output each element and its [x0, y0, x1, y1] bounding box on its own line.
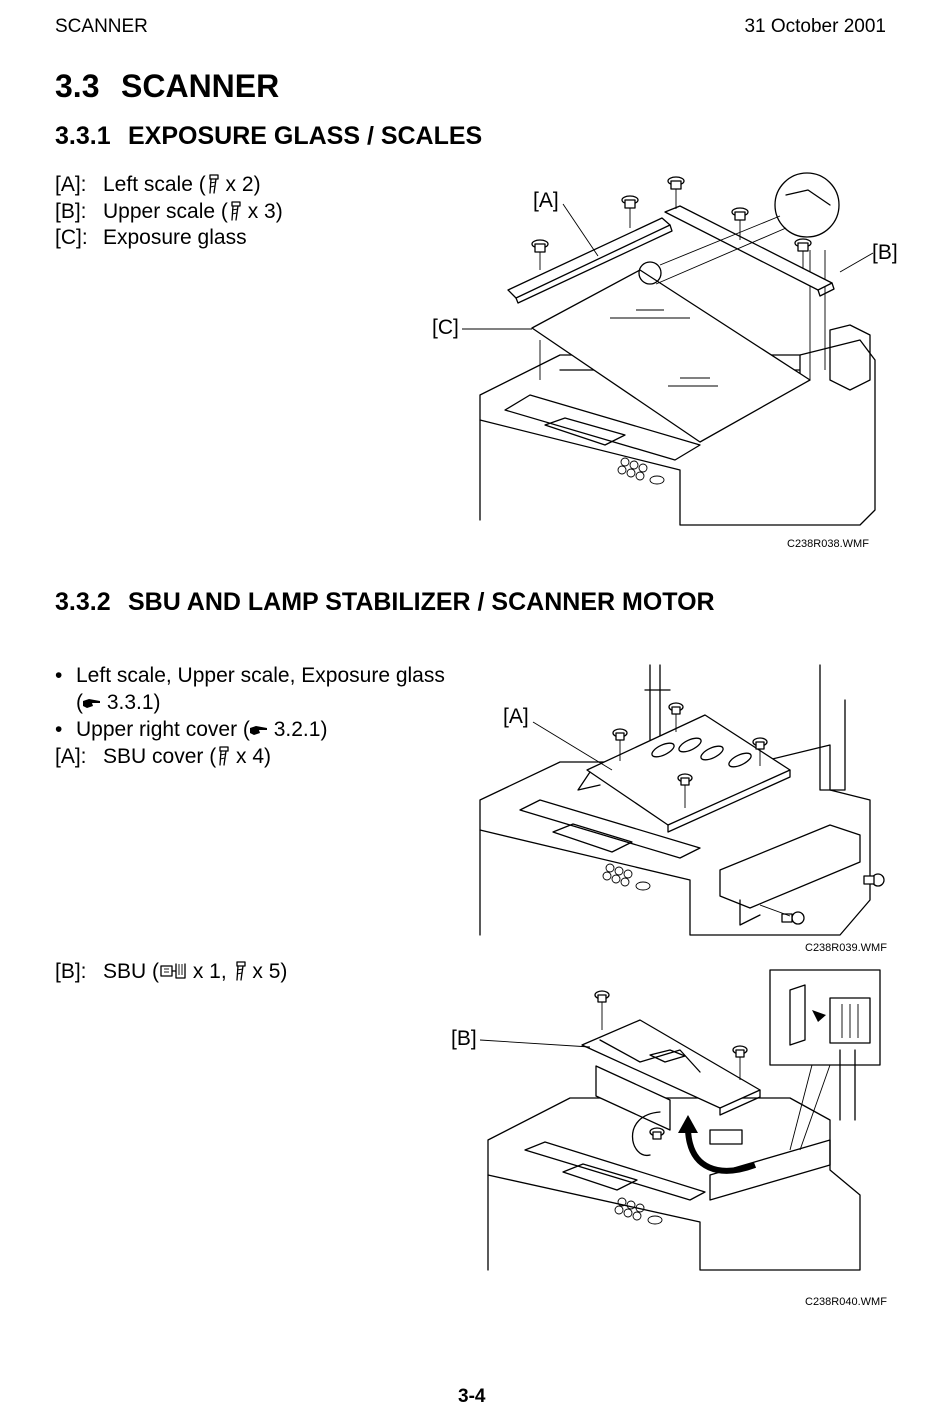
item-text: Exposure glass	[103, 226, 247, 249]
bullet-text: Upper right cover (	[76, 718, 250, 741]
subsection-number: 3.3.1	[55, 122, 111, 150]
list-item: [A]: Left scale ( x 2)	[55, 171, 261, 198]
sbu-illustration	[479, 969, 881, 1271]
item-text-suffix: x 3)	[241, 200, 283, 223]
subsection-title: EXPOSURE GLASS / SCALES	[128, 122, 483, 150]
screw-icon	[235, 961, 246, 981]
item-label: [A]:	[55, 745, 87, 768]
list-item: [C]: Exposure glass	[55, 224, 247, 251]
item-text-suffix: x 5)	[246, 960, 288, 983]
section-heading: 3.3 SCANNER	[55, 68, 279, 105]
pointing-hand-icon	[83, 699, 100, 708]
callout-a: [A]	[533, 189, 559, 212]
item-text: Left scale (	[103, 173, 206, 196]
item-text-suffix: x 2)	[219, 173, 261, 196]
page-number: 3-4	[458, 1386, 486, 1407]
bullet-item: • Left scale, Upper scale, Exposure glass…	[55, 662, 445, 716]
subsection-heading-sbu: 3.3.2 SBU AND LAMP STABILIZER / SCANNER M…	[55, 588, 715, 617]
subsection-number: 3.3.2	[55, 588, 111, 616]
section-title: SCANNER	[121, 68, 280, 104]
callout-b: [B]	[872, 241, 898, 264]
running-header-left: SCANNER	[55, 16, 148, 37]
callout-b: [B]	[451, 1027, 477, 1050]
list-item: [B]: SBU ( x 1, x 5)	[55, 958, 287, 985]
screw-icon	[219, 746, 229, 766]
screw-icon	[209, 174, 219, 194]
item-label: [B]:	[55, 200, 87, 223]
callout-c: [C]	[432, 316, 459, 339]
bullet-ref: 3.2.1)	[267, 718, 328, 741]
item-text: Upper scale (	[103, 200, 228, 223]
bullet-dot: •	[55, 664, 63, 687]
subsection-title: SBU AND LAMP STABILIZER / SCANNER MOTOR	[128, 588, 715, 616]
figure-caption: C238R040.WMF	[805, 1296, 887, 1308]
bullet-text: Left scale, Upper scale, Exposure glass	[76, 664, 445, 687]
item-text: SBU (	[103, 960, 160, 983]
item-text-mid: x 1,	[187, 960, 233, 983]
screw-icon	[231, 201, 241, 221]
connector-icon	[160, 963, 186, 979]
list-item: [B]: Upper scale ( x 3)	[55, 198, 283, 225]
subsection-heading-exposure-glass: 3.3.1 EXPOSURE GLASS / SCALES	[55, 122, 482, 151]
item-label: [B]:	[55, 960, 87, 983]
pointing-hand-icon	[249, 726, 267, 735]
list-item: [A]: SBU cover ( x 4)	[55, 743, 271, 770]
item-text: SBU cover (	[103, 745, 217, 768]
figure-caption: C238R039.WMF	[805, 942, 887, 954]
exposure-glass-illustration	[462, 172, 876, 526]
bullet-dot: •	[55, 718, 63, 741]
running-header-date: 31 October 2001	[744, 16, 886, 37]
bullet-ref: 3.3.1)	[101, 691, 161, 714]
item-text-suffix: x 4)	[230, 745, 272, 768]
callout-a: [A]	[503, 705, 529, 728]
bullet-item: • Upper right cover ( 3.2.1)	[55, 716, 328, 743]
section-number: 3.3	[55, 68, 100, 104]
bullet-ref-prefix: (	[76, 691, 83, 714]
sbu-cover-illustration	[479, 664, 885, 936]
figure-caption: C238R038.WMF	[787, 538, 869, 550]
item-label: [A]:	[55, 173, 87, 196]
item-label: [C]:	[55, 226, 88, 249]
